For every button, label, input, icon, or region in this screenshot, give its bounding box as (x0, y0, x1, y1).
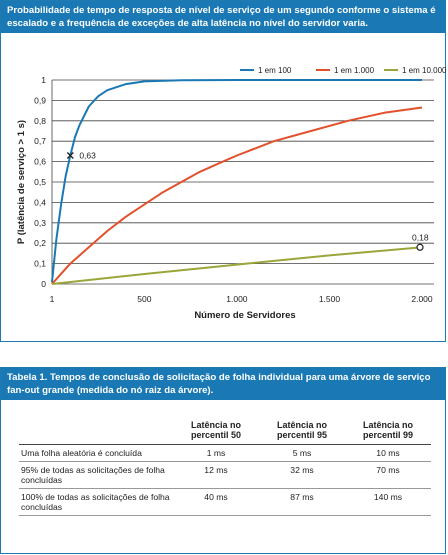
y-tick-label: 0,4 (34, 197, 46, 207)
x-tick-label: 1.000 (226, 294, 248, 304)
row-label: 95% de todas as solicitações de folha co… (19, 461, 173, 489)
x-tick-label: 1.500 (319, 294, 341, 304)
annotation-marker (416, 243, 424, 251)
y-tick-label: 0,6 (34, 157, 46, 167)
cell-p95: 5 ms (259, 444, 345, 462)
cell-p50: 40 ms (173, 488, 259, 516)
table-header-row: Latência no percentil 50 Latência no per… (19, 418, 431, 445)
series-line (51, 106, 423, 285)
latency-table: Latência no percentil 50 Latência no per… (19, 418, 431, 516)
x-tick-label: 1 (50, 294, 55, 304)
header-p50: Latência no percentil 50 (173, 418, 259, 445)
y-axis-title: P (latência de serviço > 1 s) (16, 120, 27, 244)
table-caption: Tabela 1. Tempos de conclusão de solicit… (1, 368, 445, 400)
y-tick-label: 0,2 (34, 238, 46, 248)
y-tick-label: 0,3 (34, 218, 46, 228)
annotation-label: 0,63 (79, 150, 96, 160)
chart-panel: Probabilidade de tempo de resposta de ní… (0, 0, 446, 342)
cell-p50: 12 ms (173, 461, 259, 489)
table-row: 100% de todas as solicitações de folha c… (19, 488, 431, 516)
table-row: Uma folha aleatória é concluída 1 ms 5 m… (19, 444, 431, 462)
legend-label: 1 em 100 (258, 66, 292, 75)
cell-p99: 70 ms (345, 461, 431, 489)
annotation-marker (66, 152, 74, 159)
cell-p99: 10 ms (345, 444, 431, 462)
x-tick-label: 2.000 (411, 294, 433, 304)
x-tick-label: 500 (137, 294, 151, 304)
table-row: 95% de todas as solicitações de folha co… (19, 461, 431, 489)
line-chart: 0 0,1 0,2 0,3 0,4 0,5 0,6 0,7 0,8 0,9 1 1 500 1.000 1.… (16, 66, 447, 321)
y-tick-label: 0 (41, 279, 46, 289)
header-p95: Latência no percentil 95 (259, 418, 345, 445)
y-tick-label: 0,7 (34, 136, 46, 146)
legend-label: 1 em 1.000 (334, 66, 375, 75)
y-tick-label: 1 (41, 75, 46, 85)
series-line (51, 79, 422, 283)
header-empty (19, 418, 173, 445)
legend-label: 1 em 10.000 (402, 66, 447, 75)
annotation-label: 0,18 (412, 232, 429, 242)
table-panel: Tabela 1. Tempos de conclusão de solicit… (0, 367, 446, 554)
row-label: 100% de todas as solicitações de folha c… (19, 488, 173, 516)
cell-p50: 1 ms (173, 444, 259, 462)
y-tick-label: 0,8 (34, 116, 46, 126)
cell-p95: 32 ms (259, 461, 345, 489)
y-tick-label: 0,1 (34, 259, 46, 269)
chart-caption: Probabilidade de tempo de resposta de ní… (1, 1, 445, 33)
y-tick-label: 0,5 (34, 177, 46, 187)
header-p99: Latência no percentil 99 (345, 418, 431, 445)
row-label: Uma folha aleatória é concluída (19, 444, 173, 462)
y-tick-label: 0,9 (34, 95, 46, 105)
series-line (51, 246, 423, 285)
cell-p99: 140 ms (345, 488, 431, 516)
cell-p95: 87 ms (259, 488, 345, 516)
x-axis-title: Número de Servidores (194, 310, 295, 321)
